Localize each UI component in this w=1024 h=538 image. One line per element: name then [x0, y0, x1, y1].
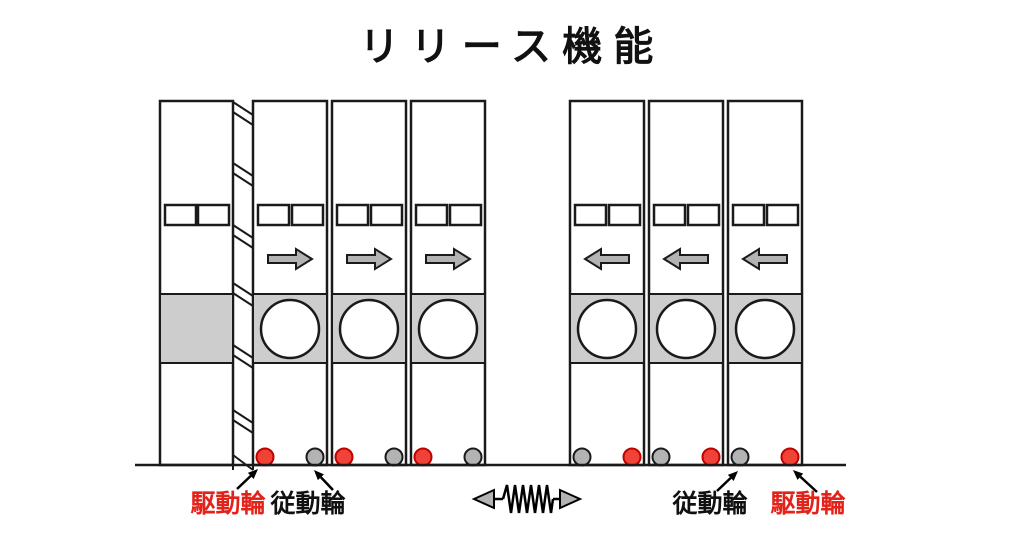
drive-wheel-label: 駆動輪: [190, 489, 266, 518]
label-plate: [731, 203, 766, 227]
label-plate: [652, 203, 687, 227]
hatch-stroke: [232, 409, 254, 424]
fixed-cabinet: [158, 99, 235, 467]
drive-wheel: [413, 447, 433, 467]
cabinet-body: [251, 99, 329, 467]
direction-arrow-left: [662, 247, 709, 271]
label-plate: [573, 203, 608, 227]
callout-line: [799, 475, 818, 493]
driven-wheel: [463, 447, 483, 467]
driven-wheel-label: 従動輪: [671, 489, 748, 518]
handle-band: [159, 293, 234, 364]
spring-left-arrowhead: [471, 488, 495, 510]
cabinet-body: [568, 99, 646, 467]
cabinet-body: [409, 99, 487, 467]
mobile-cabinet: [647, 99, 725, 467]
callout-arrowhead: [247, 469, 258, 479]
compressed-gap-hatch: [232, 101, 254, 471]
spring-zigzag: [501, 484, 555, 514]
mobile-cabinet: [568, 99, 646, 467]
label-plate: [196, 203, 231, 227]
label-plate: [256, 203, 291, 227]
direction-arrow-left: [583, 247, 630, 271]
label-plate: [290, 203, 325, 227]
hatch-stroke: [232, 282, 254, 297]
direction-arrow-right: [346, 247, 393, 271]
callout-arrowhead: [314, 470, 324, 481]
spring-right-arrowhead: [559, 488, 583, 510]
direction-arrow-right: [425, 247, 472, 271]
callout-arrow: [716, 471, 738, 492]
hatch-stroke: [232, 172, 254, 187]
driven-wheel: [305, 447, 325, 467]
cabinet-body: [647, 99, 725, 467]
label-plate: [163, 203, 198, 227]
label-plate: [686, 203, 721, 227]
mobile-cabinet: [409, 99, 487, 467]
hatch-stroke: [232, 292, 254, 307]
callout-line: [236, 474, 252, 490]
label-plate: [607, 203, 642, 227]
diagram-title: リリース機能: [359, 25, 665, 69]
hatch-stroke: [232, 224, 254, 239]
label-plate: [369, 203, 404, 227]
hatch-stroke: [232, 419, 254, 434]
drive-wheel: [334, 447, 354, 467]
label-plate: [414, 203, 449, 227]
callout-arrow: [236, 469, 258, 490]
hatch-stroke: [232, 454, 254, 471]
drive-wheel: [622, 447, 642, 467]
cabinet-body: [158, 99, 235, 467]
label-plate: [335, 203, 370, 227]
label-plate: [448, 203, 483, 227]
handle-wheel: [338, 298, 400, 360]
hatch-stroke: [232, 234, 254, 249]
callout-arrow: [793, 470, 818, 493]
driven-wheel: [730, 447, 750, 467]
spring-double-arrow: [471, 484, 583, 514]
handle-wheel: [417, 298, 479, 360]
drive-wheel: [255, 447, 275, 467]
driven-wheel-label: 従動輪: [269, 489, 346, 518]
direction-arrow-right: [267, 247, 314, 271]
mobile-cabinet: [330, 99, 408, 467]
hatch-stroke: [232, 344, 254, 359]
cabinet-body: [330, 99, 408, 467]
callout-arrowhead: [727, 471, 738, 481]
drive-wheel: [701, 447, 721, 467]
handle-wheel: [655, 298, 717, 360]
label-plate: [765, 203, 800, 227]
hatch-stroke: [232, 354, 254, 369]
handle-wheel: [576, 298, 638, 360]
mobile-cabinet: [251, 99, 329, 467]
hatch-stroke: [232, 111, 254, 126]
callout-line: [716, 476, 732, 492]
callout-arrowhead: [793, 470, 804, 480]
callout-line: [319, 476, 334, 491]
driven-wheel: [651, 447, 671, 467]
callout-arrow: [314, 470, 334, 491]
handle-wheel: [734, 298, 796, 360]
cabinet-body: [726, 99, 804, 467]
hatch-stroke: [232, 162, 254, 177]
drive-wheel-label: 駆動輪: [770, 489, 846, 518]
hatch-stroke: [232, 101, 254, 116]
direction-arrow-left: [741, 247, 788, 271]
driven-wheel: [572, 447, 592, 467]
drive-wheel: [780, 447, 800, 467]
mobile-cabinet: [726, 99, 804, 467]
driven-wheel: [384, 447, 404, 467]
handle-wheel: [259, 298, 321, 360]
